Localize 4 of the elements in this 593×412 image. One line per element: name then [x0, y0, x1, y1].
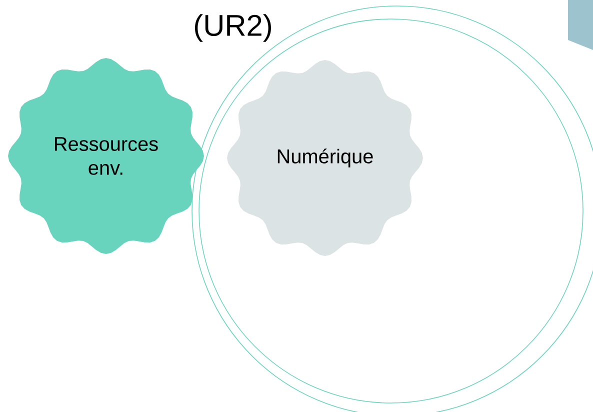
badge: Ressources env.	[8, 58, 204, 254]
badge: Numérique	[227, 60, 423, 256]
heading-text: (UR2)	[195, 14, 271, 42]
double-circle	[192, 6, 593, 412]
